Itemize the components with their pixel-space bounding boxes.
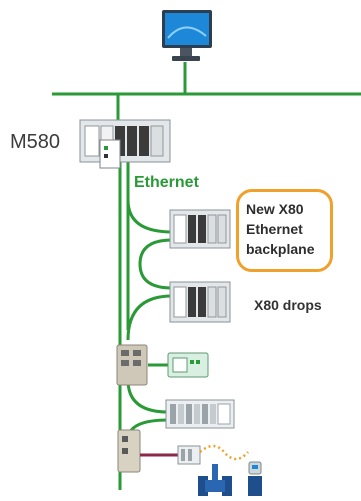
x80-rack-icon [169,209,231,249]
drop1-link [126,199,173,234]
drop-loop-1 [138,238,173,290]
switch-io-link [126,379,169,414]
m580-label: M580 [10,131,61,153]
workstation-monitor-icon [162,10,212,61]
dotted-link [199,444,249,461]
callout-box [236,189,333,272]
ethernet-label: Ethernet [134,174,199,191]
valve-icon [198,464,232,496]
callout-line: New X80 [246,201,304,217]
x80-drops-label: X80 drops [254,297,322,313]
hmi-terminal-icon [167,352,209,378]
ethernet-switch-icon [116,344,148,386]
drop-loop-2 [126,294,173,341]
m580-rack-icon [79,119,171,169]
callout-line: Ethernet [246,221,303,237]
io-island-icon [177,445,201,465]
x80-rack-icon [169,281,231,323]
callout-text: New X80 Ethernet backplane [246,199,336,259]
callout-line: backplane [246,241,315,257]
gateway-icon [117,429,141,473]
flow-sensor-icon [248,461,262,496]
io-island-icon [165,399,235,429]
